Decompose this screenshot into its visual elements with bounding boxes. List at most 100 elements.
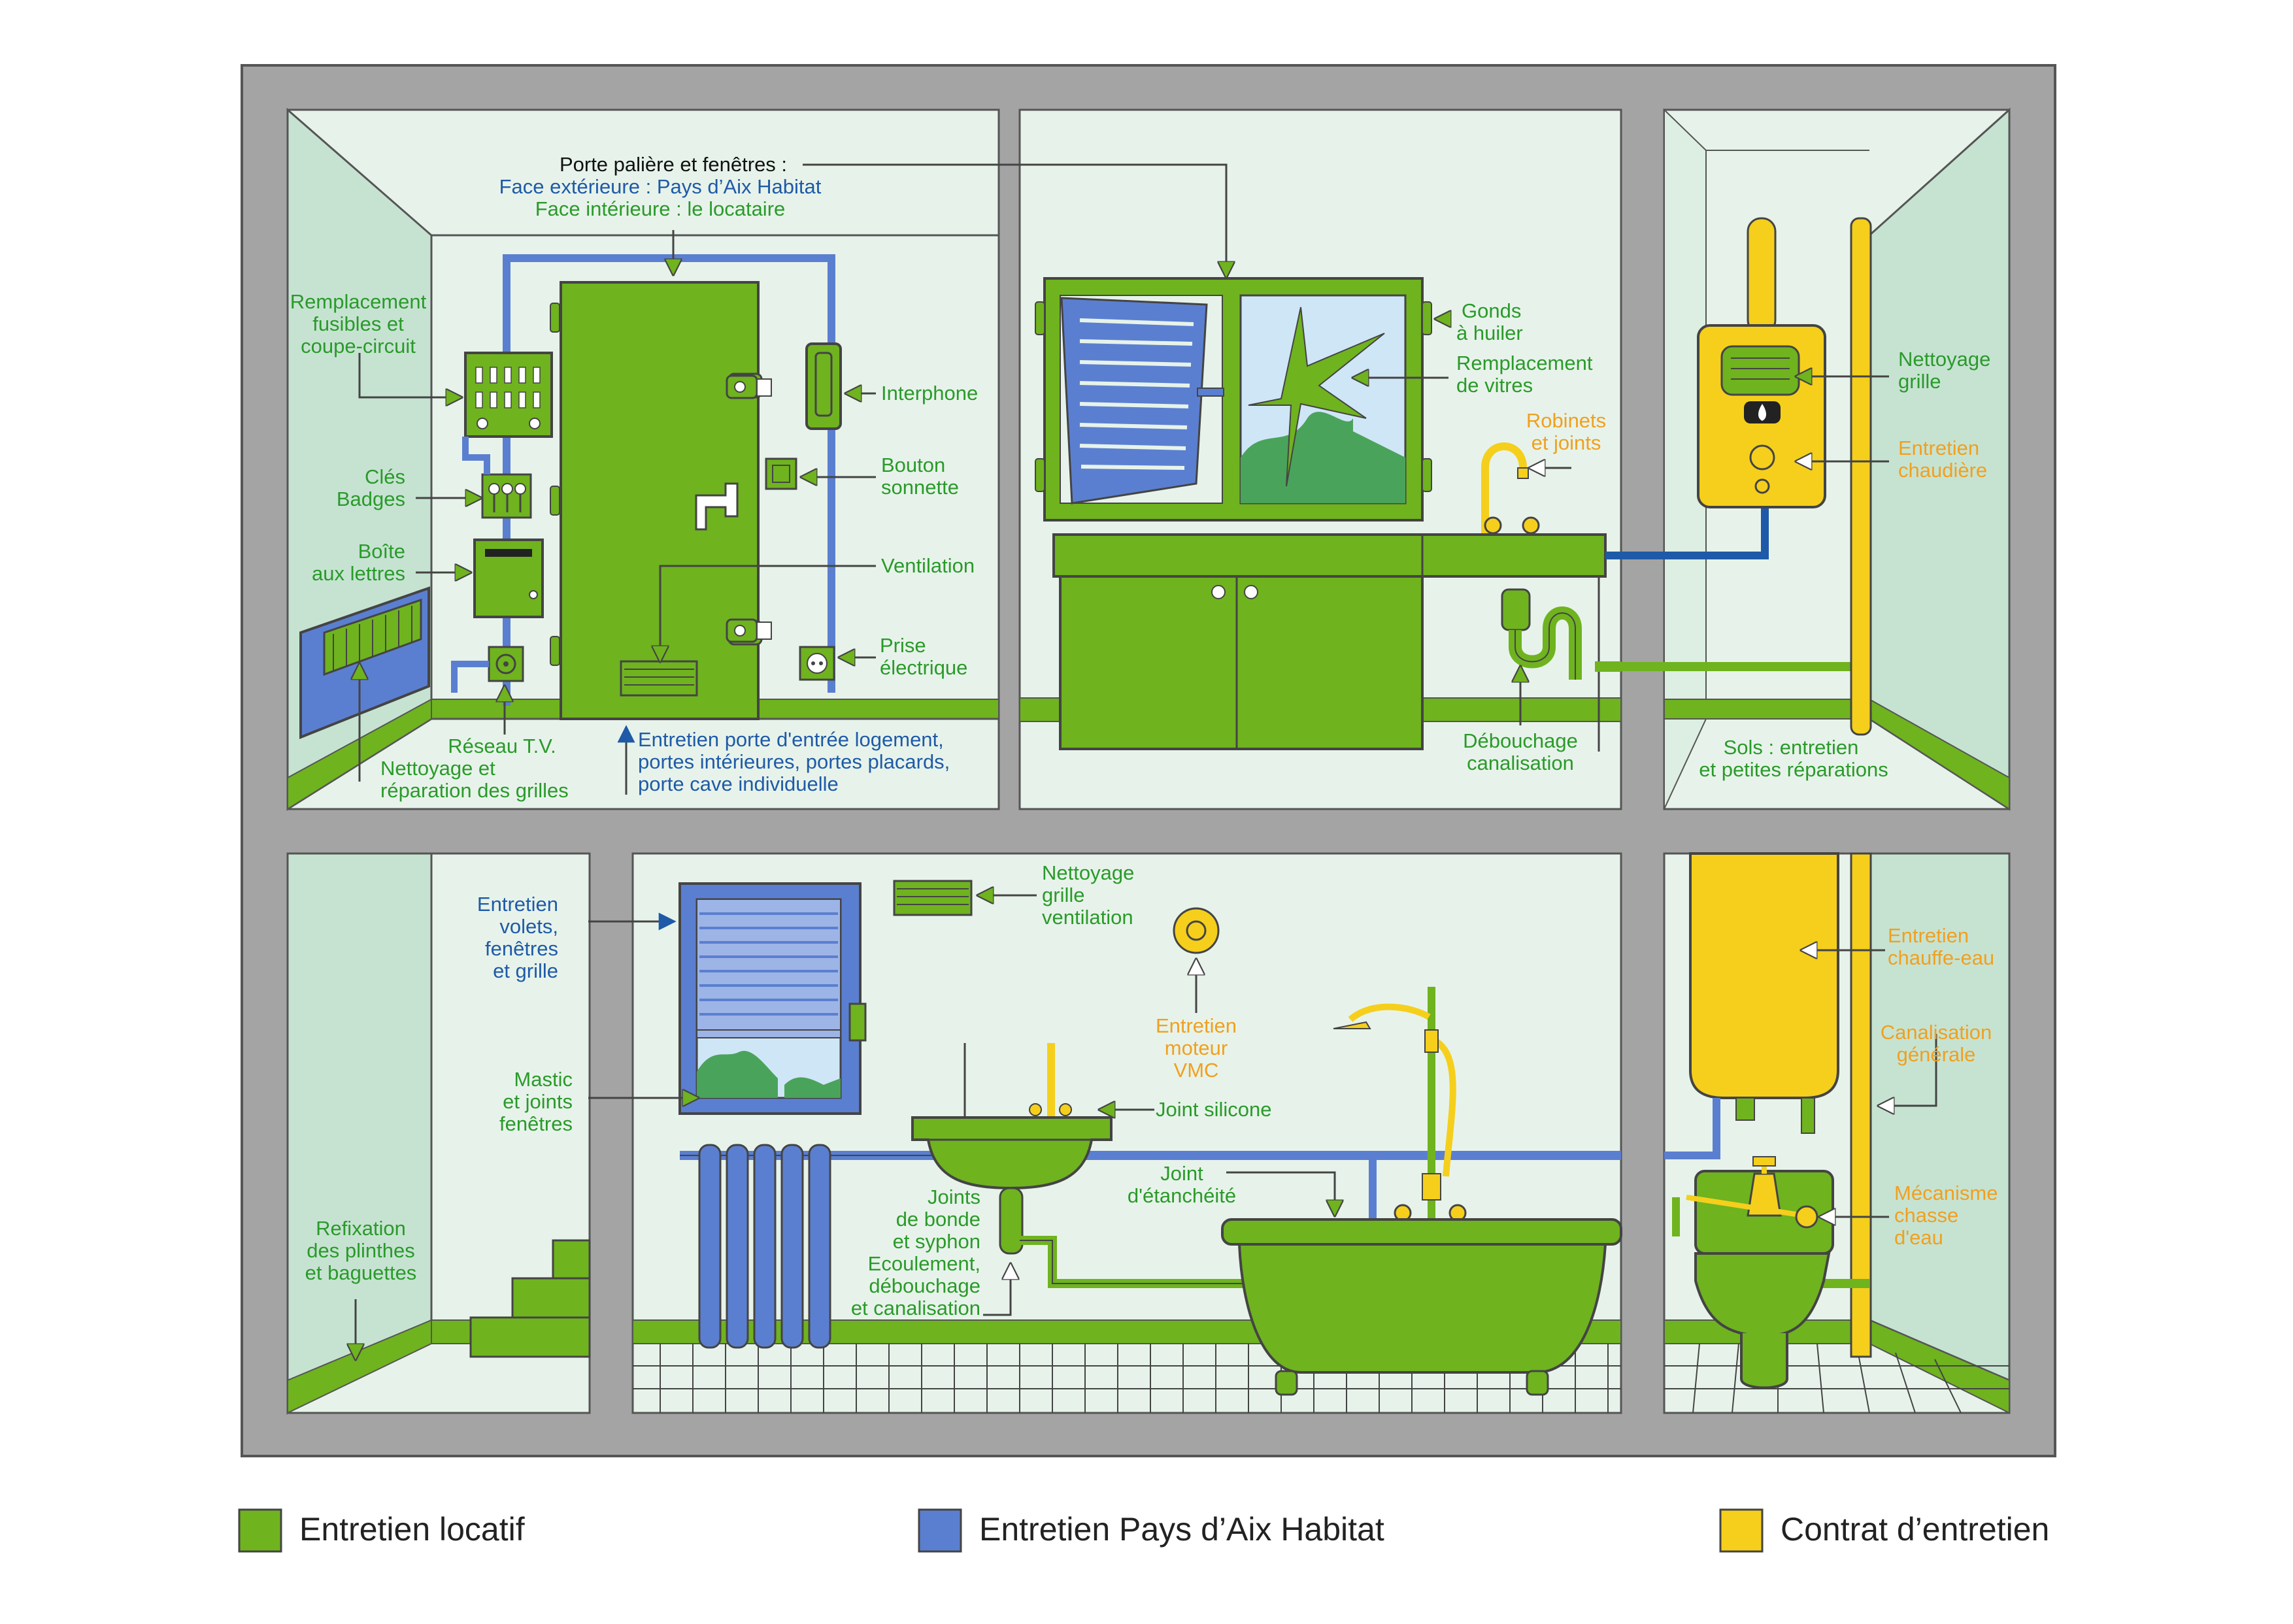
label-chasse-2: chasse [1894, 1204, 1958, 1227]
legend: Entretien locatif Entretien Pays d’Aix H… [238, 1508, 2049, 1553]
label-mastic-3: fenêtres [499, 1112, 573, 1135]
label-ventilation: Ventilation [881, 554, 975, 577]
label-cles-1: Clés [365, 465, 405, 488]
label-porte-3: porte cave individuelle [638, 772, 839, 795]
wall-radiator [299, 586, 430, 739]
label-mastic-1: Mastic [514, 1068, 573, 1091]
legend-label-pays-aix: Entretien Pays d’Aix Habitat [979, 1511, 1384, 1548]
label-chasse-3: d'eau [1894, 1226, 1943, 1249]
key-board [481, 473, 532, 519]
label-porte-1: Entretien porte d'entrée logement, [638, 728, 944, 751]
label-vmc-2: moteur [1165, 1036, 1228, 1059]
label-plinthes-3: et baguettes [305, 1261, 417, 1284]
legend-label-contrat: Contrat d’entretien [1781, 1511, 2049, 1548]
label-debouchage-1: Débouchage [1463, 729, 1578, 752]
mailbox [473, 539, 544, 618]
power-outlet [799, 646, 835, 681]
label-sonnette-1: Bouton [881, 454, 945, 476]
label-fusibles-2: fusibles et [312, 312, 404, 335]
label-grilles-1: Nettoyage et [380, 757, 495, 780]
label-fusibles-1: Remplacement [290, 290, 427, 313]
bathtub [1221, 987, 1622, 1396]
label-canal-gen-2: générale [1897, 1043, 1976, 1066]
label-volets-1: Entretien [477, 893, 558, 916]
label-sols-1: Sols : entretien [1724, 736, 1859, 759]
door-vent-grille [620, 660, 698, 697]
label-robinets-2: et joints [1531, 431, 1601, 454]
label-cles-2: Badges [337, 488, 405, 510]
label-vitres-2: de vitres [1456, 374, 1533, 397]
kitchen-cabinet [1052, 533, 1607, 752]
label-etancheite-1: Joint [1160, 1162, 1203, 1185]
label-canal-gen-1: Canalisation [1881, 1021, 1992, 1044]
label-volets-4: et grille [493, 959, 558, 982]
main-pipe [1850, 852, 1872, 1358]
vent-grille-bathroom [893, 880, 973, 916]
label-vitres-1: Remplacement [1456, 352, 1593, 374]
label-gonds-2: à huiler [1456, 322, 1523, 344]
label-silicone: Joint silicone [1156, 1098, 1271, 1121]
tv-socket [451, 437, 524, 693]
label-bonde-4: Ecoulement, [868, 1252, 980, 1275]
label-plinthes-1: Refixation [316, 1217, 406, 1240]
label-etancheite-2: d'étanchéité [1128, 1184, 1236, 1207]
labels: Porte palière et fenêtres : Face extérie… [290, 153, 1998, 1319]
label-gonds-1: Gonds [1462, 299, 1521, 322]
label-bonde-3: et syphon [893, 1230, 980, 1253]
label-grille-vent-1: Nettoyage [1042, 861, 1134, 884]
legend-label-locatif: Entretien locatif [299, 1511, 525, 1548]
boiler [1697, 324, 1826, 508]
label-chaudiere-2: chaudière [1898, 459, 1987, 482]
label-vmc-3: VMC [1174, 1059, 1219, 1082]
label-boite-1: Boîte [358, 540, 405, 563]
label-interphone: Interphone [881, 382, 978, 405]
label-bonde-6: et canalisation [851, 1297, 980, 1319]
staircase [469, 1239, 591, 1358]
label-face-ext: Face extérieure : Pays d’Aix Habitat [499, 175, 822, 198]
legend-swatch-locatif [238, 1508, 282, 1553]
label-mastic-2: et joints [503, 1090, 573, 1113]
label-chaudiere-1: Entretien [1898, 437, 1979, 459]
kitchen-faucet [1481, 442, 1540, 535]
toilet [1672, 1156, 1834, 1389]
label-nettoyage-grille-1: Nettoyage [1898, 348, 1990, 371]
label-fusibles-3: coupe-circuit [301, 335, 416, 357]
label-porte-palier: Porte palière et fenêtres : [560, 153, 787, 176]
label-grille-vent-3: ventilation [1042, 906, 1133, 929]
legend-swatch-pays-aix [918, 1508, 962, 1553]
label-grilles-2: réparation des grilles [380, 779, 569, 802]
legend-swatch-contrat [1719, 1508, 1764, 1553]
label-sols-2: et petites réparations [1699, 758, 1888, 781]
label-prise-2: électrique [880, 656, 967, 679]
label-chauffe-1: Entretien [1888, 924, 1969, 947]
label-chasse-1: Mécanisme [1894, 1182, 1998, 1204]
label-bonde-2: de bonde [896, 1208, 980, 1231]
heating-pipe [1605, 507, 1769, 559]
label-bonde-1: Joints [928, 1185, 980, 1208]
label-grille-vent-2: grille [1042, 884, 1084, 906]
label-boite-2: aux lettres [312, 562, 405, 585]
vmc-fan [1173, 907, 1220, 954]
label-sonnette-2: sonnette [881, 476, 959, 499]
intercom [805, 342, 842, 430]
kitchen-window [1035, 277, 1432, 522]
leader-lines [356, 163, 1937, 1359]
label-debouchage-2: canalisation [1467, 752, 1574, 774]
label-tv: Réseau T.V. [448, 735, 556, 757]
label-prise-1: Prise [880, 634, 926, 657]
door-locks [726, 374, 772, 643]
label-volets-3: fenêtres [485, 937, 558, 960]
label-face-int: Face intérieure : le locataire [535, 197, 786, 220]
label-volets-2: volets, [499, 915, 558, 938]
label-chauffe-2: chauffe-eau [1888, 946, 1994, 969]
label-nettoyage-grille-2: grille [1898, 370, 1941, 393]
room-stairs [286, 852, 591, 1415]
bathroom-window [678, 882, 867, 1115]
label-porte-2: portes intérieures, portes placards, [638, 750, 950, 773]
boiler-pipes [1747, 217, 1872, 736]
fuse-box [464, 352, 553, 438]
water-heater [1664, 852, 1839, 1159]
bathroom-radiator [680, 1144, 1621, 1349]
